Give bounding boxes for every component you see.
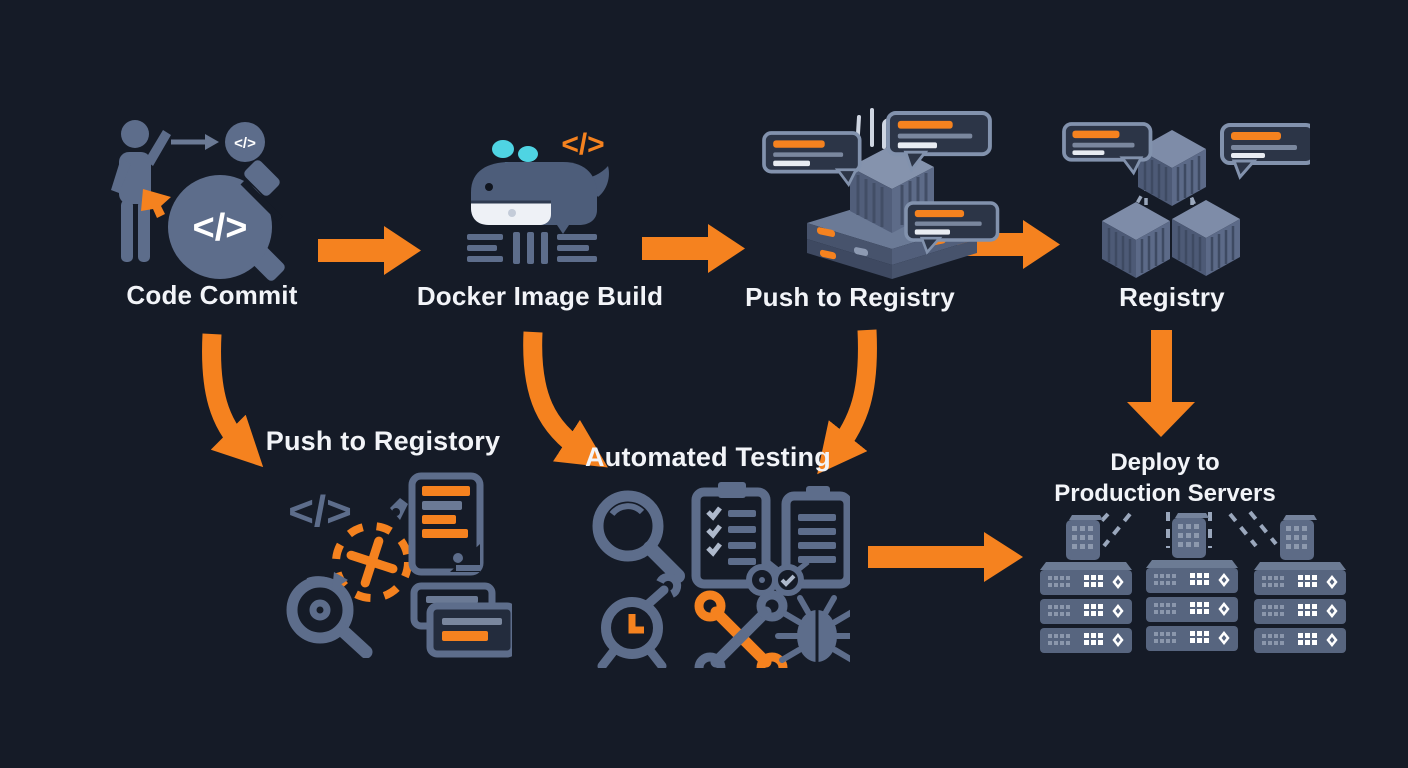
notification-bubble: [886, 111, 992, 173]
production-servers-icon: [1018, 510, 1368, 654]
arrow-build-to-testing: [523, 331, 608, 468]
commit-circle-icon: </>: [141, 160, 285, 281]
code-glyph-orange: </>: [561, 128, 604, 161]
arrow-commit-to-registory: [202, 333, 264, 468]
timer-gauge-icon: [597, 572, 682, 668]
server-rack: [1146, 560, 1238, 654]
notification-bubble: [762, 131, 862, 188]
registry-icon: [1062, 122, 1310, 280]
step-label-push-to-registory: Push to Registory: [265, 426, 501, 456]
step-label-code-commit: Code Commit: [126, 280, 298, 310]
registry-cube: [1170, 198, 1242, 278]
step-label-docker-image-build: Docker Image Build: [416, 281, 664, 311]
code-commit-icon: </> </>: [111, 120, 285, 281]
checklist-clipboard-icon: [691, 482, 778, 596]
step-label-automated-testing: Automated Testing: [585, 442, 831, 472]
server-chip: [1280, 515, 1317, 560]
docker-whale-icon: </>: [467, 128, 609, 264]
server-chip: [1066, 515, 1103, 560]
registry-cube: [1100, 200, 1172, 280]
code-brackets-icon: </>: [288, 487, 352, 536]
dashed-target-icon: [332, 522, 412, 602]
arrow-registry-to-deploy: [1127, 330, 1195, 437]
notification-bubble: [1220, 123, 1310, 180]
magnifier-icon: [592, 490, 685, 583]
scan-disc-icon: [286, 572, 373, 658]
server-chip: [1172, 513, 1209, 558]
build-lines: [467, 232, 597, 264]
server-rack: [1254, 562, 1346, 654]
tablet-doc-icon: [390, 472, 484, 576]
crossed-wrenches-icon: [694, 590, 788, 668]
cards-icon: [410, 582, 512, 658]
testing-icons-cluster: [592, 482, 850, 668]
step-label-push-to-registry: Push to Registry: [745, 282, 955, 312]
step-label-deploy: Deploy to Production Servers: [1010, 447, 1320, 509]
notification-bubble: [904, 201, 1000, 255]
person-icon: [111, 120, 171, 262]
step-label-registry: Registry: [1119, 282, 1225, 312]
arrow-build-to-push: [642, 224, 745, 273]
registory-icons-cluster: </>: [286, 472, 512, 658]
arrow-commit-to-build: [318, 226, 421, 275]
report-clipboard-icon: [766, 486, 850, 596]
arrow-push-to-testing: [817, 329, 877, 475]
cursor-icon: [141, 189, 171, 218]
bug-icon: [775, 595, 850, 663]
deploy-label-line2: Production Servers: [1054, 480, 1276, 507]
notification-bubble: [1062, 122, 1153, 176]
whale-body: [471, 162, 609, 234]
server-rack: [1040, 562, 1132, 654]
svg-text:</>: </>: [193, 207, 248, 249]
commit-flow-arrow: [171, 134, 219, 150]
arrow-testing-to-deploy: [868, 532, 1023, 582]
deploy-label-line1: Deploy to: [1110, 449, 1220, 476]
push-registry-icon: [762, 108, 1000, 279]
code-badge-small: </>: [225, 122, 265, 162]
svg-text:</>: </>: [234, 135, 256, 152]
